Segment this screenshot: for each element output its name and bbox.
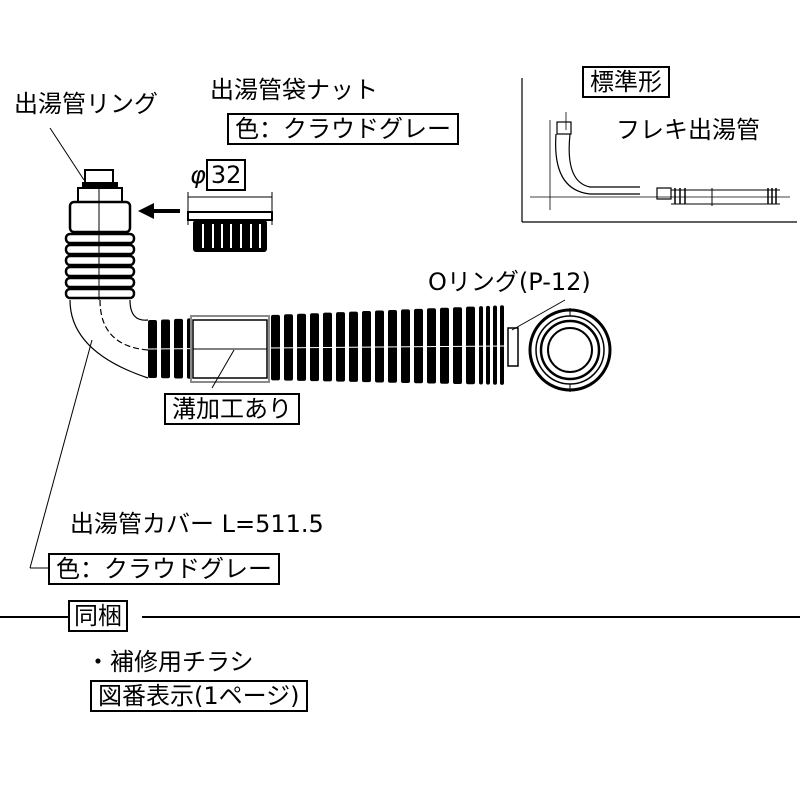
corrugation-rib (479, 306, 483, 385)
cap-nut (187, 192, 273, 252)
label-groove-processed: 溝加工あり (164, 393, 300, 425)
corrugation-rib (414, 308, 423, 384)
corrugation-rib (427, 308, 436, 384)
corrugation-rib (375, 310, 384, 383)
corrugation-ring (64, 276, 136, 289)
corrugation-rib (453, 307, 462, 384)
leader-cover (29, 339, 93, 569)
label-cover-color: 色：クラウドグレー (48, 553, 280, 585)
corrugation-rib (500, 305, 504, 385)
label-cap-nut-color: 色：クラウドグレー (227, 113, 459, 145)
label-outlet-cap-nut: 出湯管袋ナット (210, 76, 378, 104)
corrugation-rib (440, 307, 449, 384)
label-figure-number: 図番表示(1ページ) (90, 680, 308, 712)
corrugation-rib (388, 309, 397, 383)
corrugation-rib (466, 306, 475, 385)
corrugation-rib (362, 311, 371, 383)
hose-end-nipple (507, 327, 519, 367)
standard-type-inset (521, 78, 797, 223)
label-outlet-ring: 出湯管リング (14, 90, 158, 118)
corrugation-rib (493, 305, 497, 385)
corrugation-ring (64, 243, 136, 256)
corrugation-ring (64, 287, 136, 300)
diameter-value: 32 (205, 159, 247, 191)
label-cover-name: 出湯管カバー L=511.5 (70, 510, 324, 538)
corrugation-ring (64, 265, 136, 278)
leader-outlet-ring (49, 127, 85, 181)
leader-groove (211, 349, 235, 389)
vertical-corrugated-section (64, 232, 136, 300)
diameter-symbol: φ (190, 161, 206, 189)
corrugation-rib (349, 311, 358, 382)
label-repair-leaflet: ・補修用チラシ (86, 648, 254, 676)
elbow-bend (69, 299, 149, 379)
leader-o-ring (511, 299, 566, 331)
corrugation-ring (64, 232, 136, 245)
label-standard-type: 標準形 (582, 66, 670, 98)
o-ring-end-view (528, 308, 612, 392)
outlet-ring-fitting (68, 169, 132, 234)
corrugation-ring (64, 254, 136, 267)
corrugation-rib (401, 309, 410, 383)
label-bundled: 同梱 (68, 600, 128, 632)
corrugation-rib (486, 305, 490, 385)
arrow-left-icon (138, 203, 180, 219)
label-flexible-outlet-pipe: フレキ出湯管 (616, 116, 760, 144)
label-o-ring: Oリング(P-12) (428, 268, 591, 296)
